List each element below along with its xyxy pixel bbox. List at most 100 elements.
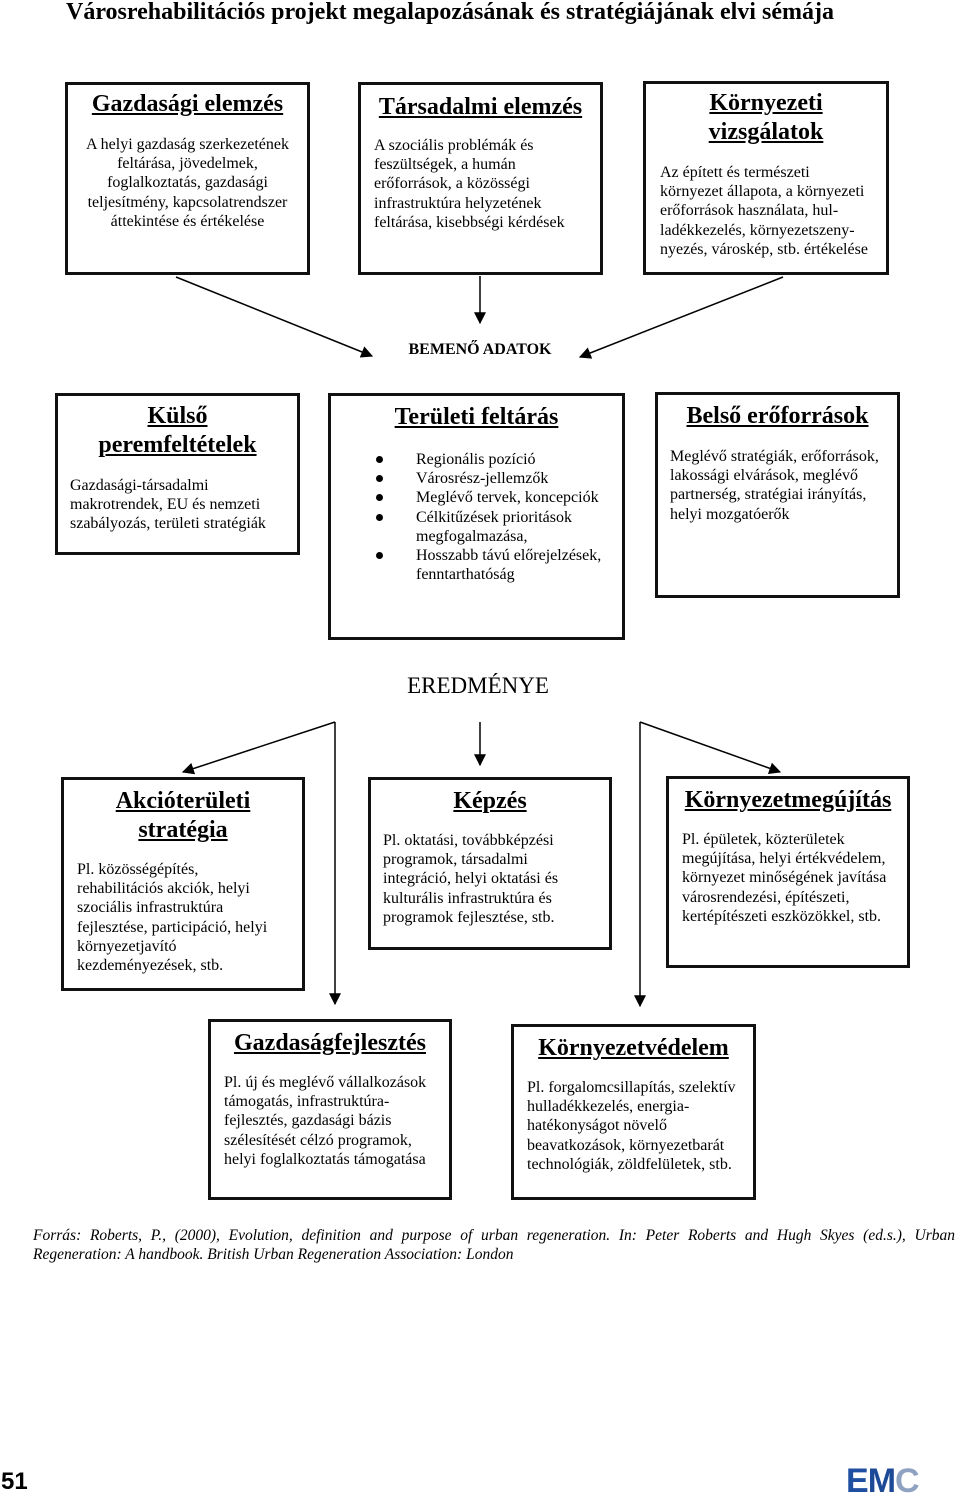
bullet-text-line: Meglévő tervek, koncepciók <box>416 489 599 507</box>
action-area-strategy-box: Akcióterületi stratégia Pl. közösségépít… <box>61 777 305 991</box>
economic-analysis-box: Gazdasági elemzés A helyi gazdaság szerk… <box>65 82 310 275</box>
box-text-line: áttekintése és értékelése <box>110 212 265 230</box>
box-text-line: A szociális problémák és <box>374 137 534 154</box>
bullet-icon <box>376 552 383 560</box>
box-text-line: fejlesztés, gazdasági bázis <box>224 1112 392 1130</box>
box-title-line: Társadalmi elemzés <box>378 94 583 120</box>
box-text-line: technológiák, zöldfelületek, stb. <box>527 1155 732 1173</box>
external-conditions-box: Külső peremfeltételek Gazdasági-társadal… <box>55 393 300 555</box>
bullet-item: Városrész-jellemzők <box>376 469 601 488</box>
box-title-line: Akcióterületi <box>115 788 251 814</box>
box-text-line: Meglévő stratégiák, erőforrások, <box>670 448 879 465</box>
box-text-line: lakossági elvárások, meglévő <box>670 467 858 485</box>
box-title-line: Gazdaságfejlesztés <box>234 1030 426 1056</box>
box-text-line: környezet állapota, a környezeti <box>660 183 865 201</box>
box-text-line: támogatás, infrastruktúra- <box>224 1093 390 1111</box>
box-text-line: fejlesztése, participáció, helyi <box>77 918 268 936</box>
box-title-line: peremfeltételek <box>98 432 257 458</box>
box-title-line: vizsgálatok <box>708 119 824 145</box>
box-text-line: Pl. forgalomcsillapítás, szelektív <box>527 1079 736 1096</box>
box-title: Akcióterületi stratégia <box>64 787 302 845</box>
box-text-line: Pl. oktatási, továbbképzési <box>383 832 554 849</box>
bullet-text-line: fenntarthatóság <box>416 566 515 584</box>
box-text-line: szociális infrastruktúra <box>77 899 224 917</box>
box-text: Pl. forgalomcsillapítás, szelektív hulla… <box>527 1078 736 1174</box>
source-citation: Forrás: Roberts, P., (2000), Evolution, … <box>33 1226 955 1264</box>
page-number: 51 <box>1 1468 28 1495</box>
box-text-line: környezet minőségének javítása <box>682 869 887 887</box>
box-text-line: Pl. épületek, közterületek <box>682 831 845 848</box>
emc-logo: EMC <box>846 1464 920 1497</box>
box-text: Pl. oktatási, továbbképzési programok, t… <box>383 831 558 927</box>
box-text-line: hatékonyságot növelő <box>527 1117 667 1135</box>
environmental-renewal-box: Környezetmegújítás Pl. épületek, közterü… <box>666 776 910 968</box>
box-text: Meglévő stratégiák, erőforrások, lakossá… <box>670 447 879 524</box>
box-text-line: Pl. közösségépítés, <box>77 861 199 878</box>
result-label: EREDMÉNYE <box>407 673 549 698</box>
logo-letter: C <box>895 1462 920 1497</box>
box-text-line: Pl. új és meglévő vállalkozások <box>224 1074 427 1091</box>
environmental-protection-box: Környezetvédelem Pl. forgalomcsillapítás… <box>511 1024 756 1200</box>
box-text: Pl. épületek, közterületek megújítása, h… <box>682 830 886 926</box>
box-text-line: környezetjavító <box>77 937 177 955</box>
box-text-line: városrendezési, építészeti, <box>682 888 850 906</box>
box-text-line: Gazdasági-társadalmi <box>70 477 209 494</box>
box-text-line: helyi mozgatóerők <box>670 505 790 523</box>
box-text-line: programok, társadalmi <box>383 851 528 869</box>
box-title-line: Környezetvédelem <box>538 1035 729 1061</box>
box-text-line: programok fejlesztése, stb. <box>383 908 555 926</box>
box-title: Környezeti vizsgálatok <box>646 89 886 147</box>
box-text-line: A helyi gazdaság szerkezetének <box>85 136 289 153</box>
box-title: Képzés <box>371 787 609 815</box>
page-title: Városrehabilitációs projekt megalapozásá… <box>66 0 834 25</box>
box-text-line: infrastruktúra helyzetének <box>374 194 542 212</box>
box-text-line: makrotrendek, EU és nemzeti <box>70 496 261 514</box>
training-box: Képzés Pl. oktatási, továbbképzési progr… <box>368 777 612 950</box>
box-text: Pl. új és meglévő vállalkozások támogatá… <box>224 1073 426 1169</box>
box-title-line: stratégia <box>138 817 228 843</box>
box-text-line: foglalkoztatás, gazdasági <box>107 174 268 192</box>
bullet-text-line: megfogalmazása, <box>416 527 528 545</box>
box-text-line: feltárása, jövedelmek, <box>117 155 258 173</box>
box-text-line: integráció, helyi oktatási és <box>383 870 559 888</box>
box-title: Környezetmegújítás <box>669 786 907 814</box>
bullet-icon <box>376 456 383 463</box>
box-title-line: Gazdasági elemzés <box>91 91 284 117</box>
box-text-line: hulladékkezelés, energia- <box>527 1098 690 1116</box>
box-title: Gazdasági elemzés <box>68 90 307 118</box>
box-text-line: erőforrások, a közösségi <box>374 175 530 193</box>
bullet-icon <box>376 494 383 502</box>
area-survey-box: Területi feltárás Regionális pozíció Vár… <box>328 393 625 640</box>
box-text-line: kezdeményezések, stb. <box>77 957 224 975</box>
bullet-text-line: Hosszabb távú előrejelzések, <box>416 547 602 565</box>
box-title-line: Belső erőforrások <box>686 403 869 429</box>
logo-letter: E <box>846 1462 869 1497</box>
logo-letter: M <box>867 1462 896 1497</box>
box-text-line: szabályozás, területi stratégiák <box>70 515 266 533</box>
arrow-result-to-environmental-renewal <box>639 721 782 775</box>
box-text-line: ladékkezelés, környezetszeny- <box>660 221 855 239</box>
box-text-line: nyezés, városkép, stb. értékelése <box>660 240 868 258</box>
box-text: A helyi gazdaság szerkezetének feltárása… <box>68 135 307 231</box>
internal-resources-box: Belső erőforrások Meglévő stratégiák, er… <box>655 392 900 598</box>
source-line: Forrás: Roberts, P., (2000), Evolution, … <box>33 1227 955 1244</box>
source-line: Regeneration: A handbook. British Urban … <box>33 1246 514 1264</box>
box-text-line: partnerség, stratégiai irányítás, <box>670 486 867 504</box>
box-title-line: Környezeti <box>709 90 823 116</box>
box-text: Pl. közösségépítés, rehabilitációs akció… <box>77 860 267 975</box>
box-title-line: Képzés <box>453 788 527 814</box>
box-text: A szociális problémák és feszültségek, a… <box>374 136 565 232</box>
box-title-line: Területi feltárás <box>394 404 559 430</box>
box-title: Környezetvédelem <box>514 1034 753 1062</box>
box-text-line: helyi foglalkoztatás támogatása <box>224 1150 426 1168</box>
box-title-line: Külső <box>147 403 208 429</box>
box-text-line: beavatkozások, környezetbarát <box>527 1136 725 1154</box>
economic-development-box: Gazdaságfejlesztés Pl. új és meglévő vál… <box>208 1019 452 1200</box>
bullet-icon <box>376 475 383 483</box>
bullet-item: Meglévő tervek, koncepciók <box>376 488 601 507</box>
box-text-line: kertépítészeti eszközökkel, stb. <box>682 907 882 925</box>
social-analysis-box: Társadalmi elemzés A szociális problémák… <box>358 82 603 275</box>
box-title-line: Környezetmegújítás <box>684 787 892 813</box>
arrow-result-to-action-strategy <box>181 721 336 775</box>
